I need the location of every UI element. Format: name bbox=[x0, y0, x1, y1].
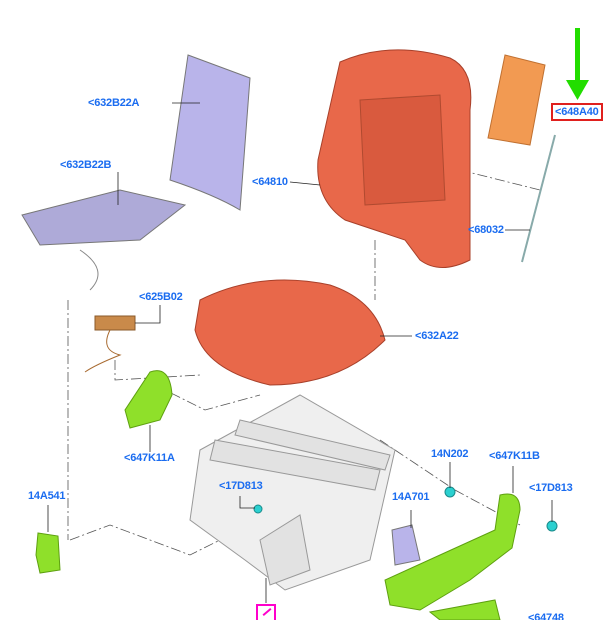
callout-17D813-left[interactable]: <17D813 bbox=[219, 480, 263, 492]
part-17D813-right bbox=[546, 520, 558, 532]
part-632A22 bbox=[194, 279, 386, 386]
callout-648A40[interactable]: <648A40 bbox=[551, 103, 603, 121]
callout-64810[interactable]: <64810 bbox=[252, 176, 288, 188]
pointer-arrow bbox=[566, 28, 589, 100]
part-632B22A bbox=[169, 54, 251, 211]
part-647K11B bbox=[384, 493, 521, 611]
callout-17D813-right[interactable]: <17D813 bbox=[529, 482, 573, 494]
part-648A40 bbox=[487, 54, 546, 146]
part-14A701 bbox=[391, 524, 421, 566]
callout-68032[interactable]: <68032 bbox=[468, 224, 504, 236]
part-647K11A bbox=[124, 370, 173, 429]
callout-632B22B[interactable]: <632B22B bbox=[60, 159, 112, 171]
callout-632A22[interactable]: <632A22 bbox=[415, 330, 459, 342]
callout-647K11A[interactable]: <647K11A bbox=[124, 452, 175, 464]
callout-14A541[interactable]: 14A541 bbox=[28, 490, 66, 502]
callout-64748[interactable]: <64748 bbox=[528, 612, 564, 620]
part-68032 bbox=[521, 134, 556, 263]
part-seat-frame bbox=[189, 394, 396, 591]
part-14A541 bbox=[35, 532, 61, 574]
callout-14N202[interactable]: 14N202 bbox=[431, 448, 469, 460]
callout-632B22A[interactable]: <632B22A bbox=[88, 97, 140, 109]
part-17D813-left bbox=[253, 504, 263, 514]
callout-14A701[interactable]: 14A701 bbox=[392, 491, 430, 503]
part-14N202 bbox=[444, 486, 456, 498]
callout-647K11B[interactable]: <647K11B bbox=[489, 450, 540, 462]
part-625B02 bbox=[94, 315, 136, 331]
callout-625B02[interactable]: <625B02 bbox=[139, 291, 183, 303]
part-632B22B bbox=[21, 189, 187, 246]
link-arrow-icon[interactable] bbox=[256, 604, 276, 620]
